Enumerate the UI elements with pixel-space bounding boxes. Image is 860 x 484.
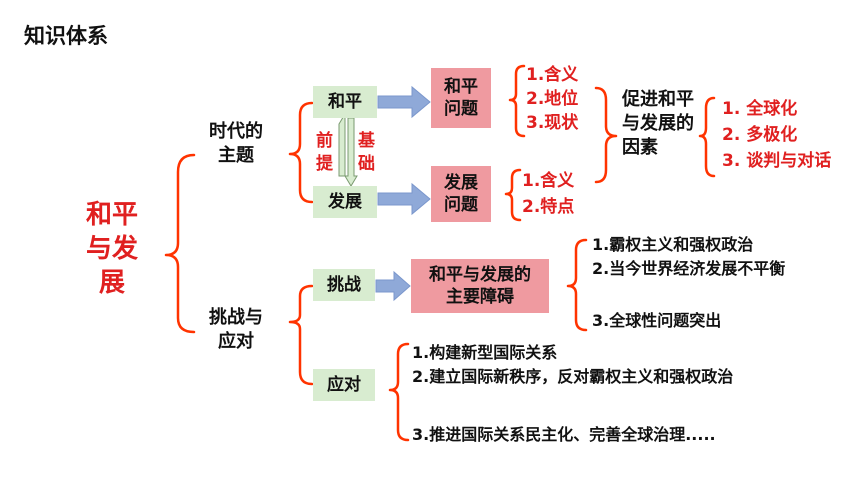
challenge-brace xyxy=(288,284,314,386)
box-peace-issue: 和平问题 xyxy=(431,68,491,128)
arrow-dev xyxy=(377,182,431,216)
box-response: 应对 xyxy=(313,369,375,401)
root-brace xyxy=(164,153,196,334)
response-item-3: 3.推进国际关系民主化、完善全球治理..... xyxy=(412,425,716,444)
dev-items-brace xyxy=(504,168,522,222)
link-right-label: 基础 xyxy=(358,131,375,174)
box-obstacle: 和平与发展的主要障碍 xyxy=(411,259,549,313)
box-challenge: 挑战 xyxy=(313,269,375,301)
response-item-1: 1.构建新型国际关系 xyxy=(412,343,558,362)
root-topic: 和平与发展 xyxy=(85,200,138,298)
factor-item-1: 1. 全球化 xyxy=(722,99,798,119)
link-double-arrow xyxy=(338,112,358,187)
arrow-challenge xyxy=(375,270,411,302)
obstacle-items-brace xyxy=(566,238,588,332)
obstacle-item-3: 3.全球性问题突出 xyxy=(592,311,722,330)
box-peace: 和平 xyxy=(313,86,377,118)
arrow-peace xyxy=(377,85,431,119)
peace-items-brace xyxy=(508,64,526,138)
factors-left-brace xyxy=(594,86,618,184)
branch-era: 时代的主题 xyxy=(209,121,263,166)
factor-item-3: 3. 谈判与对话 xyxy=(722,151,832,171)
peace-item-1: 1.含义 xyxy=(526,65,579,85)
factors-items-brace xyxy=(698,96,716,178)
link-left-label: 前提 xyxy=(316,131,333,174)
box-dev-issue: 发展问题 xyxy=(431,166,491,222)
era-brace xyxy=(288,101,314,204)
response-items-brace xyxy=(388,342,410,442)
obstacle-item-1: 1.霸权主义和强权政治 xyxy=(592,235,754,254)
peace-item-3: 3.现状 xyxy=(526,113,579,133)
dev-item-1: 1.含义 xyxy=(522,171,575,191)
dev-item-2: 2.特点 xyxy=(522,197,575,217)
box-dev: 发展 xyxy=(313,186,377,218)
factors-label: 促进和平与发展的因素 xyxy=(622,89,694,158)
peace-item-2: 2.地位 xyxy=(526,89,579,109)
branch-challenge: 挑战与应对 xyxy=(209,307,263,352)
obstacle-item-2: 2.当今世界经济发展不平衡 xyxy=(592,259,786,278)
factor-item-2: 2. 多极化 xyxy=(722,125,798,145)
response-item-2: 2.建立国际新秩序，反对霸权主义和强权政治 xyxy=(412,367,734,386)
page-heading: 知识体系 xyxy=(24,24,108,48)
